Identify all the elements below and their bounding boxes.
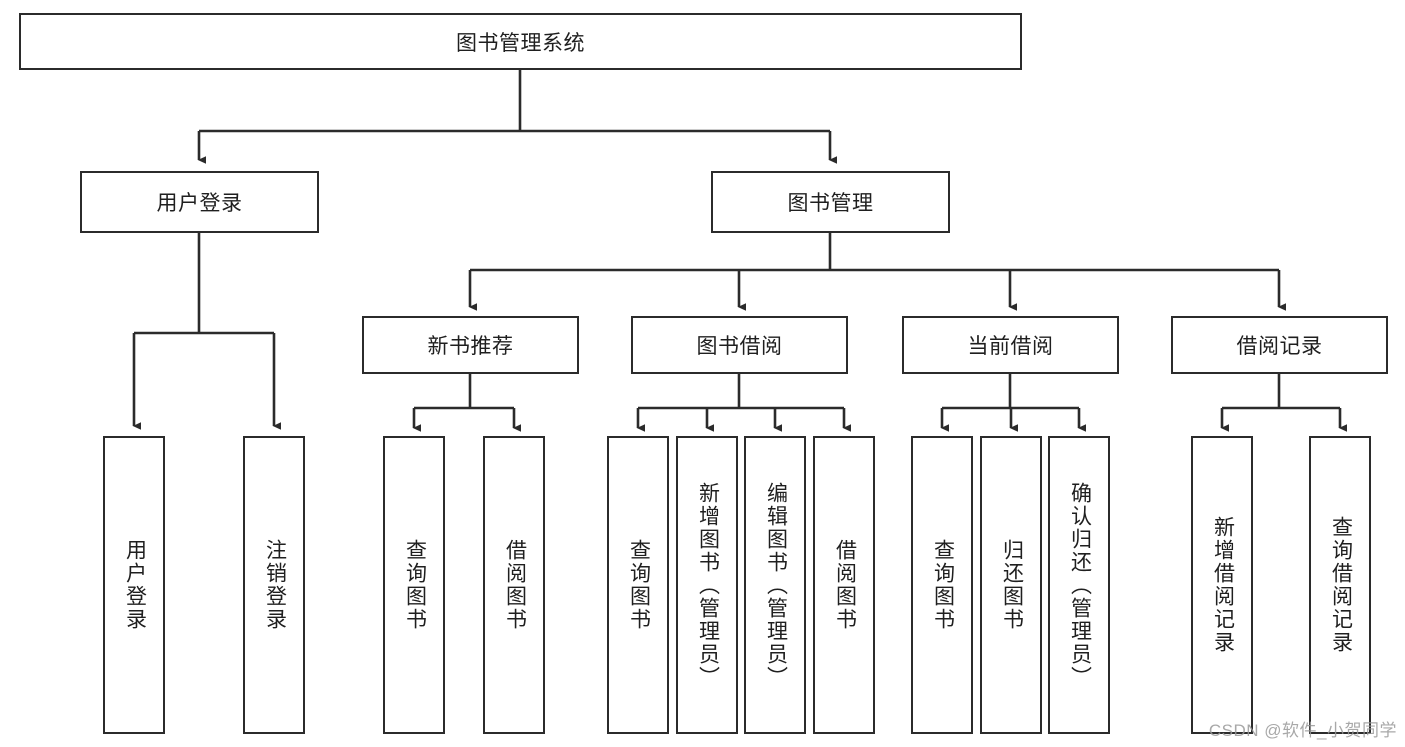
node-label: 归还图书 [1000, 539, 1024, 631]
leaf-book-borrow-add-book-admin[interactable]: 新增图书（管理员） [676, 436, 738, 734]
leaf-book-borrow-query-book[interactable]: 查询图书 [607, 436, 669, 734]
leaf-current-borrow-confirm-return-admin[interactable]: 确认归还（管理员） [1048, 436, 1110, 734]
leaf-book-borrow-edit-book-admin[interactable]: 编辑图书（管理员） [744, 436, 806, 734]
node-label: 用户登录 [156, 192, 243, 215]
node-new-book-recommend[interactable]: 新书推荐 [362, 316, 579, 374]
leaf-current-borrow-return-book[interactable]: 归还图书 [980, 436, 1042, 734]
node-label: 借阅记录 [1236, 335, 1323, 358]
node-label: 借阅图书 [503, 539, 527, 631]
node-label: 查询图书 [931, 539, 955, 631]
node-label: 注销登录 [263, 539, 287, 631]
node-user-login[interactable]: 用户登录 [80, 171, 319, 233]
leaf-borrow-record-query-record[interactable]: 查询借阅记录 [1309, 436, 1371, 734]
leaf-user-login-login[interactable]: 用户登录 [103, 436, 165, 734]
node-label: 借阅图书 [833, 539, 857, 631]
node-label: 新增借阅记录 [1211, 516, 1235, 654]
leaf-new-book-query-book[interactable]: 查询图书 [383, 436, 445, 734]
node-label: 图书管理 [787, 192, 874, 215]
leaf-book-borrow-borrow-book[interactable]: 借阅图书 [813, 436, 875, 734]
leaf-new-book-borrow-book[interactable]: 借阅图书 [483, 436, 545, 734]
node-borrow-record[interactable]: 借阅记录 [1171, 316, 1388, 374]
node-root-book-management-system[interactable]: 图书管理系统 [19, 13, 1022, 70]
leaf-borrow-record-add-record[interactable]: 新增借阅记录 [1191, 436, 1253, 734]
node-book-borrow[interactable]: 图书借阅 [631, 316, 848, 374]
node-current-borrow[interactable]: 当前借阅 [902, 316, 1119, 374]
node-label: 查询图书 [403, 539, 427, 631]
node-label: 查询借阅记录 [1329, 516, 1353, 654]
leaf-user-login-logout[interactable]: 注销登录 [243, 436, 305, 734]
node-label: 用户登录 [123, 539, 147, 631]
node-label: 新增图书（管理员） [696, 481, 720, 689]
watermark-text: CSDN @软件_小贺同学 [1208, 721, 1397, 740]
node-label: 图书管理系统 [456, 31, 585, 55]
leaf-current-borrow-query-book[interactable]: 查询图书 [911, 436, 973, 734]
node-label: 图书借阅 [696, 335, 783, 358]
node-label: 查询图书 [627, 539, 651, 631]
node-label: 新书推荐 [427, 335, 514, 358]
node-label: 编辑图书（管理员） [764, 481, 788, 689]
node-book-management[interactable]: 图书管理 [711, 171, 950, 233]
node-label: 确认归还（管理员） [1068, 481, 1092, 689]
node-label: 当前借阅 [967, 335, 1054, 358]
